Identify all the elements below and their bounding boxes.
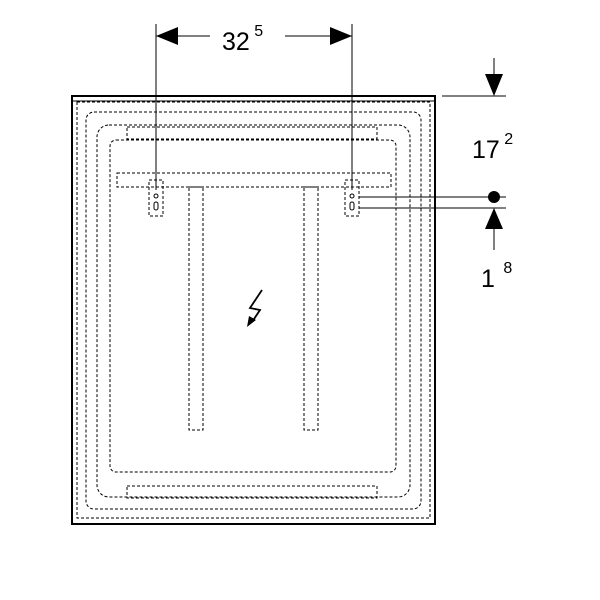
hole-left-slot: [153, 201, 159, 211]
height-dimension: 17 2 1 8: [359, 58, 513, 293]
svg-text:32 5: 32 5: [222, 23, 263, 56]
arrow-right-icon: [330, 27, 352, 45]
contour-outer: [76, 101, 431, 519]
arrow-up-icon: [485, 208, 503, 229]
width-dimension: 32 5: [155, 23, 353, 190]
reference-dot: [488, 191, 500, 203]
hole-right-top: [349, 193, 355, 199]
height-value: 17: [472, 136, 500, 164]
svg-text:1 8: 1 8: [481, 260, 512, 293]
contour-inner: [109, 139, 397, 473]
offset-superscript: 8: [503, 260, 512, 277]
arrow-down-icon: [485, 74, 503, 96]
cabinet-outline: [71, 95, 436, 525]
offset-value: 1: [481, 265, 495, 293]
dashed-contours: [76, 101, 431, 519]
bolt-arrowhead: [247, 316, 256, 327]
hole-right-slot: [349, 201, 355, 211]
bottom-rail: [126, 485, 378, 499]
height-superscript: 2: [504, 131, 513, 148]
mount-bar: [116, 172, 392, 188]
svg-text:17 2: 17 2: [472, 131, 513, 164]
arrow-left-icon: [156, 27, 178, 45]
contour-second: [85, 111, 422, 510]
hole-left-top: [153, 193, 159, 199]
vertical-strut-left: [188, 186, 204, 431]
top-rail: [126, 126, 378, 140]
contour-third: [96, 124, 411, 498]
vertical-strut-right: [303, 186, 319, 431]
bolt-stroke: [248, 289, 263, 323]
width-value: 32: [222, 28, 250, 56]
width-superscript: 5: [254, 23, 263, 40]
lightning-bolt-icon: [247, 289, 263, 327]
bracket-holes: [153, 193, 355, 211]
